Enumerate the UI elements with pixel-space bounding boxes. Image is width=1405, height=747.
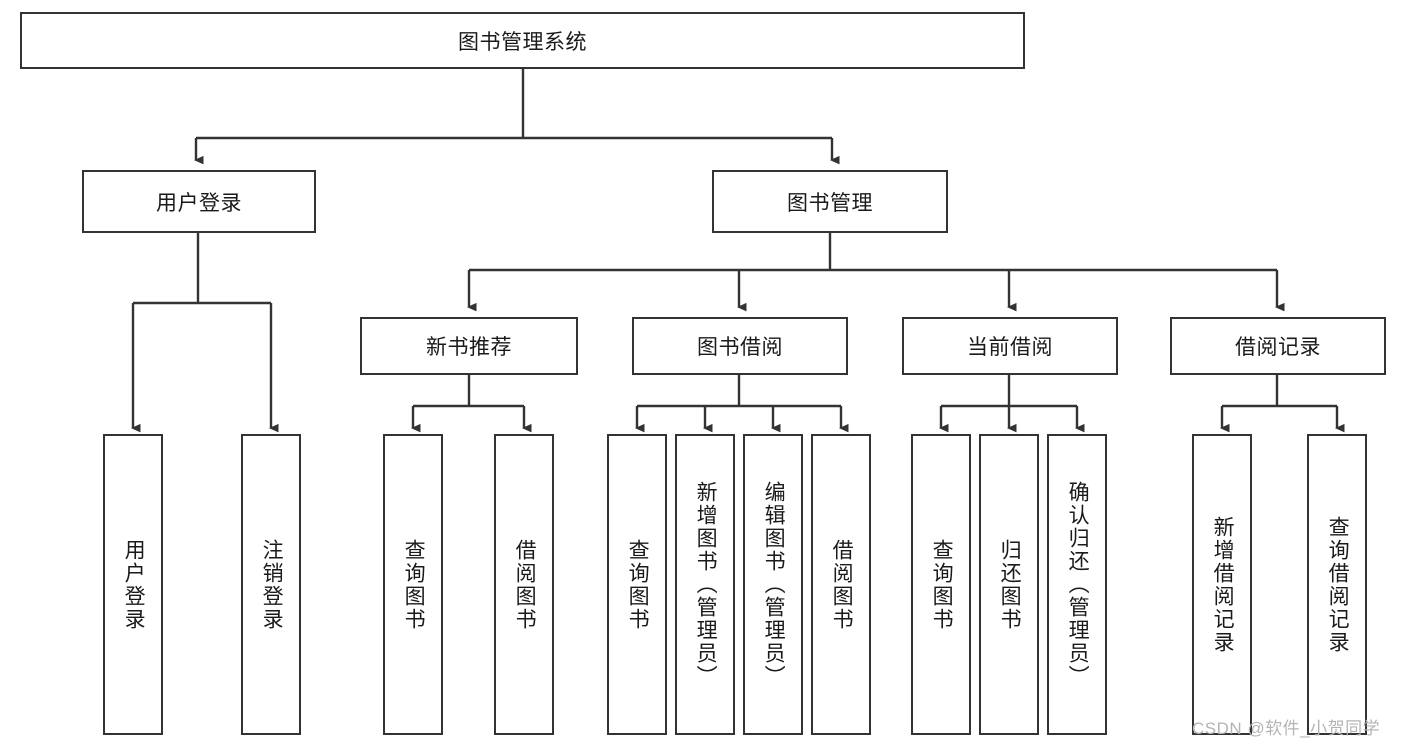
node-leaf-edit-book[interactable]: 编辑图书（管理员） bbox=[743, 434, 803, 735]
node-label: 查询图书 bbox=[402, 538, 426, 631]
node-label: 注销登录 bbox=[260, 538, 284, 631]
node-label: 图书借阅 bbox=[697, 336, 783, 359]
node-leaf-add-book[interactable]: 新增图书（管理员） bbox=[675, 434, 735, 735]
node-leaf-query-record[interactable]: 查询借阅记录 bbox=[1307, 434, 1367, 735]
node-label: 用户登录 bbox=[122, 538, 146, 631]
node-leaf-borrow-books-1[interactable]: 借阅图书 bbox=[494, 434, 554, 735]
node-label: 借阅图书 bbox=[830, 538, 854, 631]
node-leaf-add-record[interactable]: 新增借阅记录 bbox=[1192, 434, 1252, 735]
csdn-watermark: CSDN @软件_小贺同学 bbox=[1192, 719, 1381, 738]
node-book-management-system[interactable]: 图书管理系统 bbox=[20, 12, 1025, 69]
node-leaf-query-books-2[interactable]: 查询图书 bbox=[607, 434, 667, 735]
node-label: 图书管理 bbox=[787, 191, 873, 215]
node-label: 归还图书 bbox=[998, 538, 1022, 631]
node-label: 借阅记录 bbox=[1235, 336, 1321, 359]
node-label: 查询借阅记录 bbox=[1326, 515, 1350, 654]
node-leaf-borrow-books-2[interactable]: 借阅图书 bbox=[811, 434, 871, 735]
node-label: 当前借阅 bbox=[967, 336, 1053, 359]
node-current-borrow[interactable]: 当前借阅 bbox=[902, 317, 1118, 375]
node-label: 借阅图书 bbox=[513, 538, 537, 631]
node-book-borrow[interactable]: 图书借阅 bbox=[632, 317, 848, 375]
node-new-book-recommendation[interactable]: 新书推荐 bbox=[360, 317, 578, 375]
node-label: 编辑图书（管理员） bbox=[762, 481, 786, 688]
node-leaf-query-books-3[interactable]: 查询图书 bbox=[911, 434, 971, 735]
node-user-login[interactable]: 用户登录 bbox=[82, 170, 316, 233]
node-label: 查询图书 bbox=[626, 538, 650, 631]
node-label: 图书管理系统 bbox=[458, 30, 587, 54]
node-label: 新增借阅记录 bbox=[1211, 515, 1235, 654]
node-leaf-return-book[interactable]: 归还图书 bbox=[979, 434, 1039, 735]
node-borrow-record[interactable]: 借阅记录 bbox=[1170, 317, 1386, 375]
node-book-management[interactable]: 图书管理 bbox=[712, 170, 948, 233]
node-label: 新书推荐 bbox=[426, 336, 512, 359]
node-leaf-logout[interactable]: 注销登录 bbox=[241, 434, 301, 735]
node-label: 用户登录 bbox=[156, 191, 242, 215]
node-label: 查询图书 bbox=[930, 538, 954, 631]
node-leaf-confirm-return[interactable]: 确认归还（管理员） bbox=[1047, 434, 1107, 735]
node-leaf-user-login[interactable]: 用户登录 bbox=[103, 434, 163, 735]
node-label: 新增图书（管理员） bbox=[694, 481, 718, 688]
node-leaf-query-books-1[interactable]: 查询图书 bbox=[383, 434, 443, 735]
node-label: 确认归还（管理员） bbox=[1066, 481, 1090, 688]
